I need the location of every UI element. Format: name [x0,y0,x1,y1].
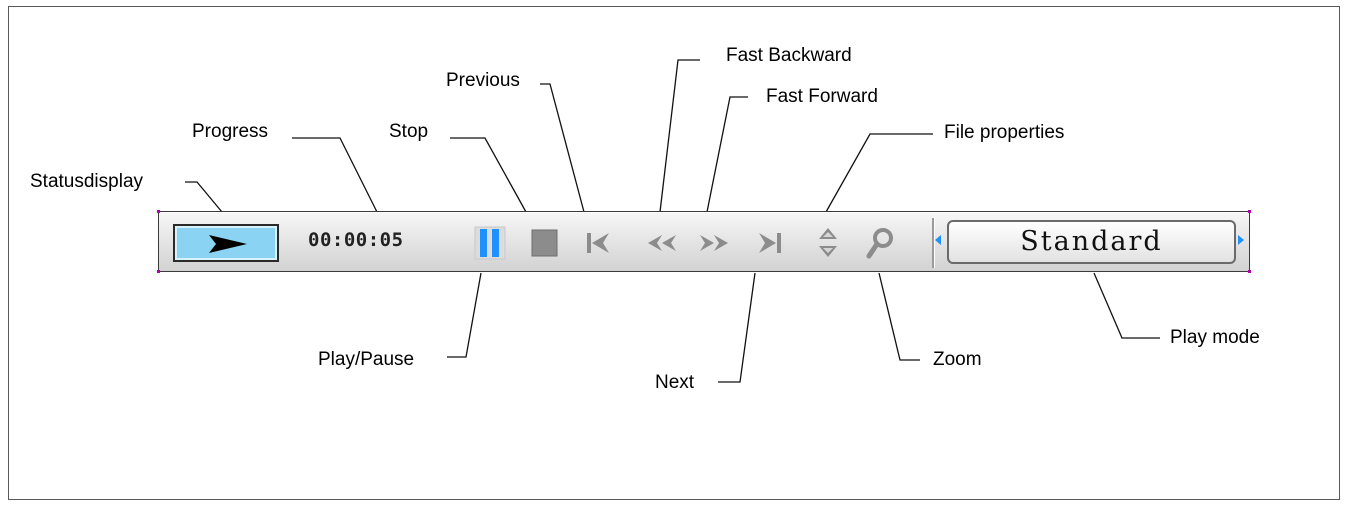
fast-forward-button[interactable] [697,226,731,260]
label-progress: Progress [192,121,269,142]
scroll-right-icon[interactable] [1237,234,1245,246]
next-button[interactable] [755,226,789,260]
play-mode-value: Standard [1020,226,1163,257]
next-icon [759,233,781,253]
corner-mark [157,270,160,273]
play-icon [209,235,247,253]
zoom-button[interactable] [863,226,897,260]
previous-button[interactable] [583,226,617,260]
label-play-pause: Play/Pause [318,349,415,370]
stop-icon [531,229,558,257]
fast-backward-button[interactable] [645,226,679,260]
toolbar-separator [932,218,934,268]
stop-button[interactable] [527,226,561,260]
play-pause-button[interactable] [473,226,507,260]
scroll-left-icon[interactable] [934,234,942,246]
label-play-mode: Play mode [1170,327,1260,348]
file-properties-icon [819,228,837,257]
label-status-display: Statusdisplay [30,171,144,192]
corner-mark [157,210,160,213]
label-file-properties: File properties [944,122,1065,143]
label-zoom: Zoom [933,349,982,370]
label-next: Next [655,372,695,393]
label-fast-backward: Fast Backward [726,45,852,66]
fast-backward-icon [648,235,676,251]
pause-icon [474,226,506,260]
fast-forward-icon [700,235,728,251]
corner-mark [1248,270,1251,273]
zoom-icon [866,228,893,259]
player-toolbar: 00:00:05 [157,210,1251,273]
play-mode-button[interactable]: Standard [947,220,1236,264]
file-properties-button[interactable] [811,226,845,260]
status-display [173,224,279,262]
label-previous: Previous [446,70,520,91]
label-stop: Stop [389,121,429,142]
label-fast-forward: Fast Forward [766,86,878,107]
progress-time: 00:00:05 [308,229,404,251]
corner-mark [1248,210,1251,213]
previous-icon [587,233,609,253]
